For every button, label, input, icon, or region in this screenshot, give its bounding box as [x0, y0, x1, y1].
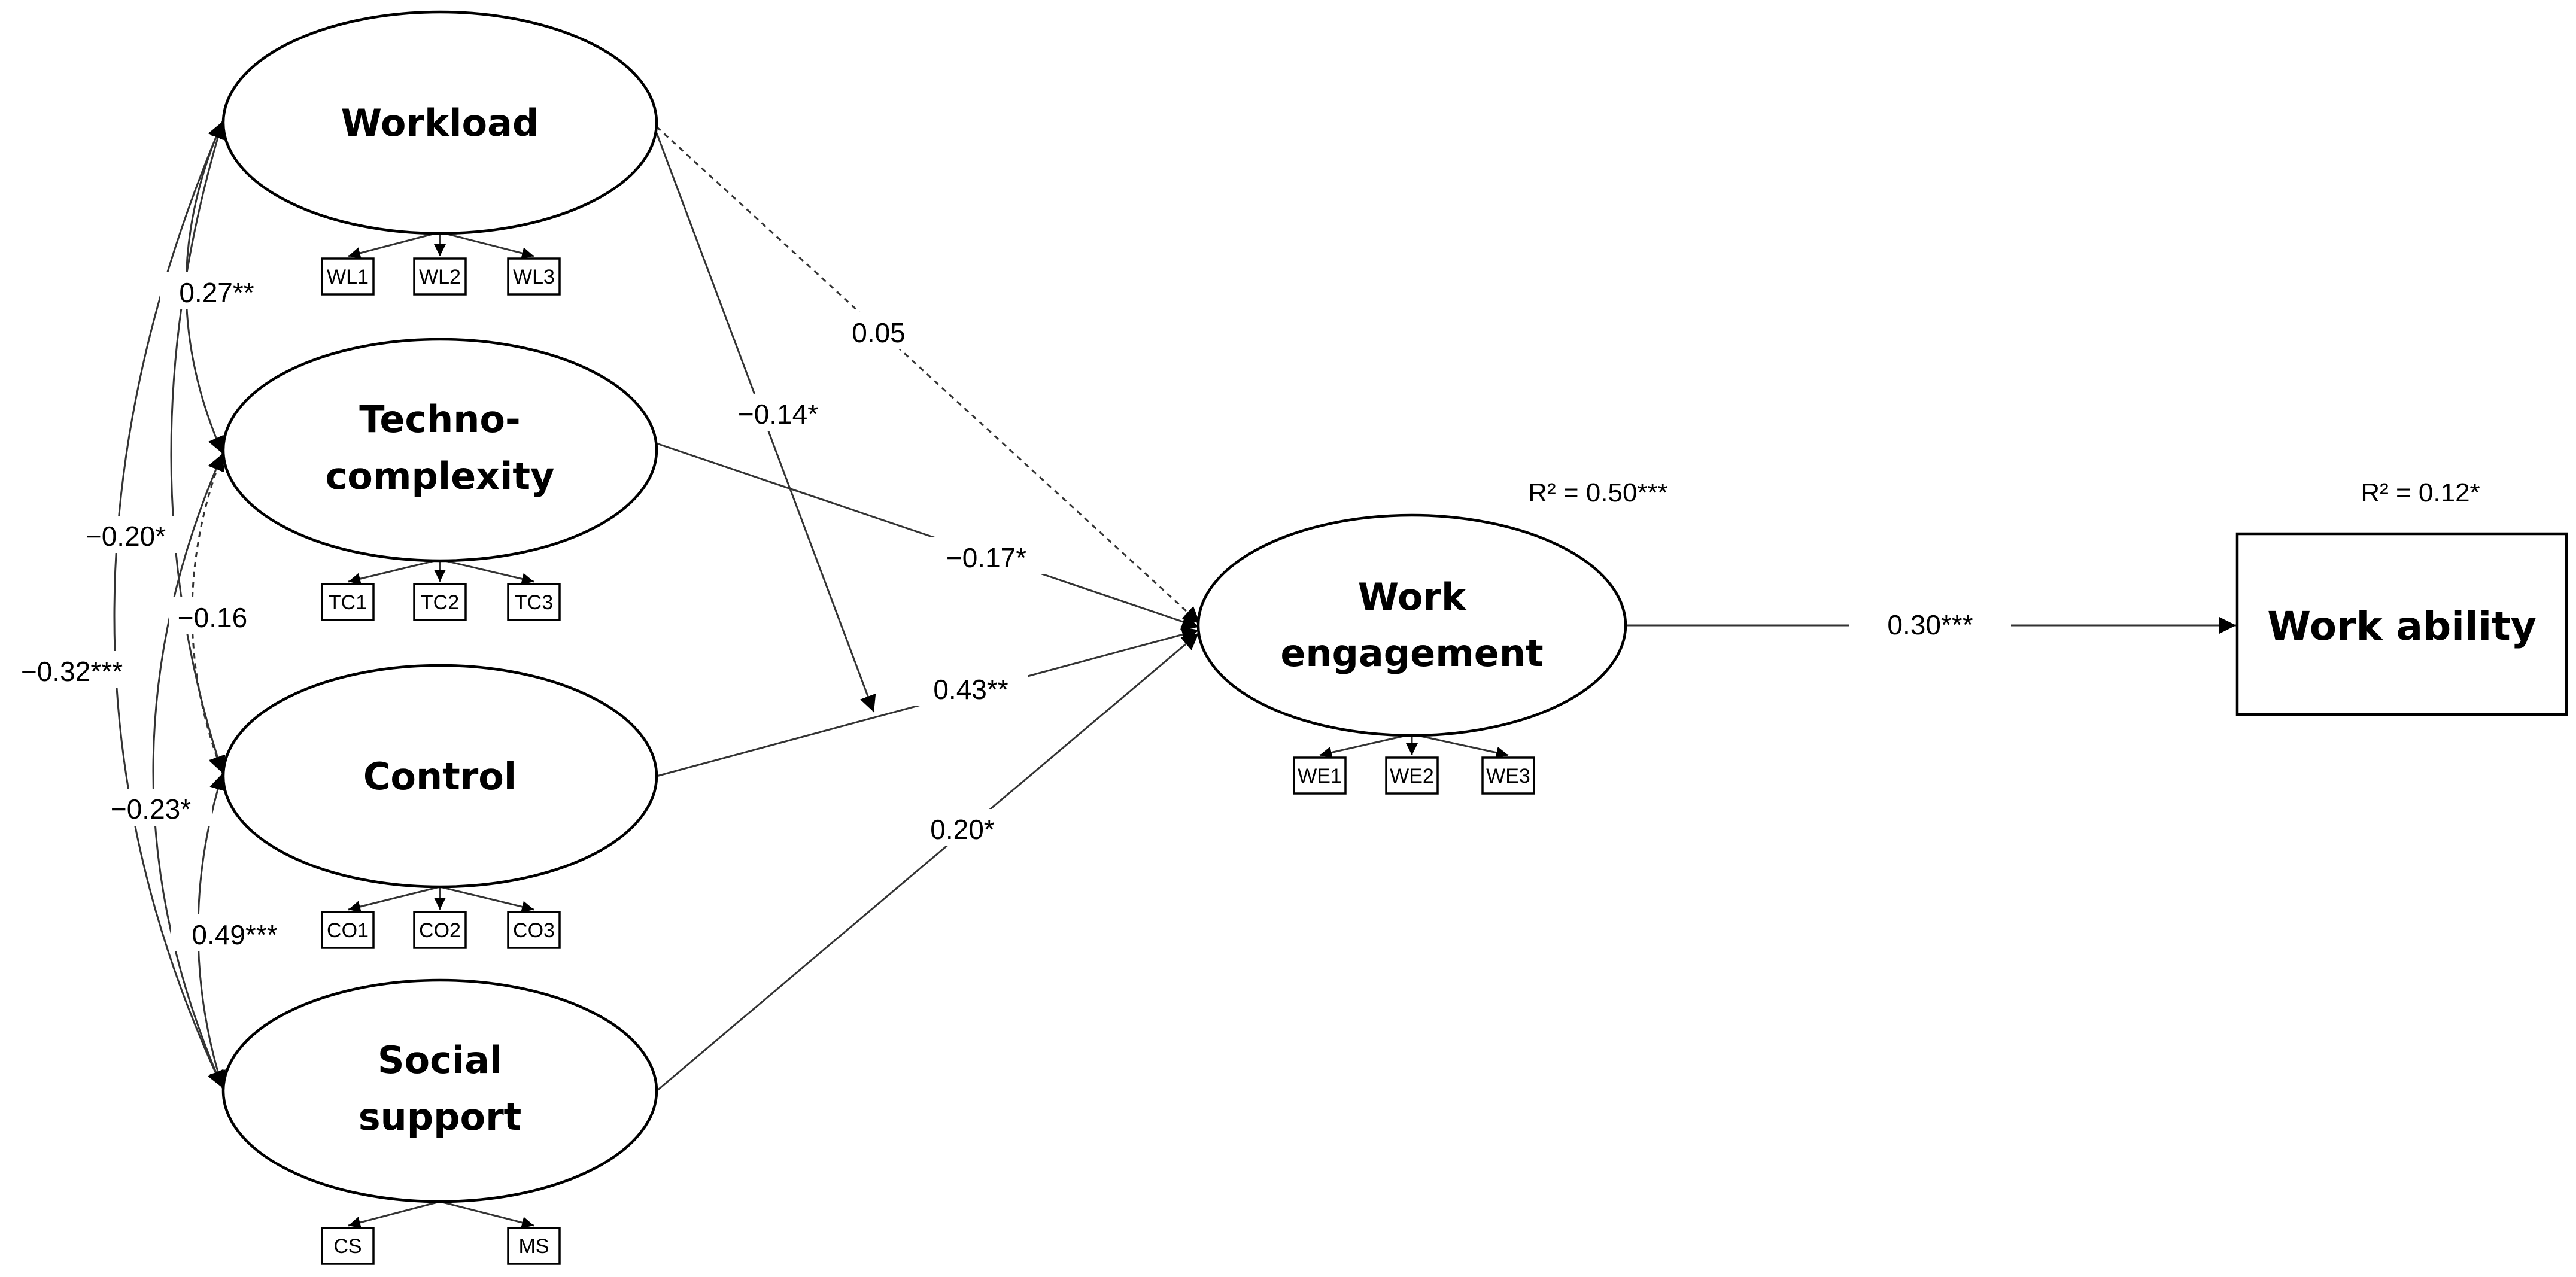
control-label: Control [363, 755, 517, 798]
indicator-box [1293, 756, 1347, 795]
indicator-label: WE2 [1390, 765, 1434, 788]
indicator-label: WE3 [1486, 765, 1530, 788]
coef-techno-engagement: −0.17* [946, 542, 1026, 573]
coef-workload-control-moderation: −0.14* [738, 399, 818, 430]
social-support-label-line2: support [359, 1095, 522, 1139]
coef-techno-control: −0.16 [178, 602, 247, 633]
indicator-box [1385, 756, 1439, 795]
control-ellipse [221, 664, 658, 889]
indicator-box [413, 257, 467, 296]
coef-engagement-workability: 0.30*** [1887, 609, 1973, 640]
corr-arc-techno-social [152, 453, 224, 1089]
coef-workload-engagement: 0.05 [852, 317, 906, 348]
indicator-label: MS [519, 1235, 549, 1258]
indicator-label: TC1 [329, 591, 367, 614]
latent-techno-complexity: Techno- complexity TC1 TC2 TC3 [221, 338, 658, 621]
work-engagement-ellipse [1196, 513, 1627, 737]
corr-arc-workload-control [170, 121, 226, 774]
coefficient-labels: 0.27** −0.20* −0.16 −0.32*** −0.23* 0.49… [3, 272, 2011, 951]
latent-control: Control CO1 CO2 CO3 [221, 664, 658, 949]
indicator-box [321, 911, 375, 949]
indicator-label: TC3 [515, 591, 553, 614]
coef-social-engagement: 0.20* [930, 814, 995, 845]
indicator-label: WE1 [1298, 765, 1342, 788]
work-engagement-label-line1: Work [1358, 575, 1467, 619]
indicator-box [507, 1227, 561, 1265]
social-support-label-line1: Social [378, 1038, 502, 1082]
indicator-label: TC2 [421, 591, 459, 614]
path-social-engagement [656, 632, 1199, 1092]
techno-complexity-ellipse [221, 338, 658, 563]
path-workload-engagement [655, 126, 1201, 625]
indicator-box [507, 257, 561, 296]
work-ability-box [2235, 532, 2568, 716]
indicator-box [507, 911, 561, 949]
r-squared-engagement: R² = 0.50*** [1528, 478, 1668, 507]
indicator-box [321, 257, 375, 296]
indicator-label: WL3 [513, 266, 555, 288]
latent-social-support: Social support CS MS [221, 978, 658, 1265]
workload-label: Workload [341, 101, 539, 145]
latent-workload: Workload WL1 WL2 WL3 [221, 10, 658, 296]
indicator-label: WL2 [419, 266, 461, 288]
indicator-box [507, 583, 561, 621]
techno-complexity-label-line1: Techno- [359, 397, 520, 441]
r-squared-workability: R² = 0.12* [2361, 478, 2480, 507]
coef-techno-social: −0.23* [111, 793, 191, 825]
indicator-label: CS [333, 1235, 362, 1258]
indicator-box [413, 583, 467, 621]
coef-control-engagement: 0.43** [933, 674, 1008, 705]
coef-control-social: 0.49*** [192, 919, 277, 950]
latent-work-engagement: Work engagement WE1 WE2 WE3 [1196, 513, 1627, 795]
indicator-label: WL1 [327, 266, 369, 288]
social-support-ellipse [221, 978, 658, 1203]
techno-complexity-label-line2: complexity [326, 454, 555, 498]
workload-ellipse [221, 10, 658, 235]
work-engagement-label-line2: engagement [1280, 631, 1543, 675]
path-techno-engagement [656, 442, 1199, 630]
observed-work-ability: Work ability [2235, 532, 2568, 716]
indicator-label: CO3 [513, 919, 555, 942]
coef-workload-techno: 0.27** [179, 277, 254, 308]
indicator-label: CO2 [419, 919, 461, 942]
coef-workload-control: −0.20* [86, 521, 166, 552]
indicator-label: CO1 [327, 919, 369, 942]
indicator-box [321, 1227, 375, 1265]
coef-workload-social: −0.32*** [21, 656, 123, 687]
indicator-box [321, 583, 375, 621]
work-ability-label: Work ability [2267, 603, 2536, 649]
indicator-box [413, 911, 467, 949]
indicator-box [1481, 756, 1535, 795]
